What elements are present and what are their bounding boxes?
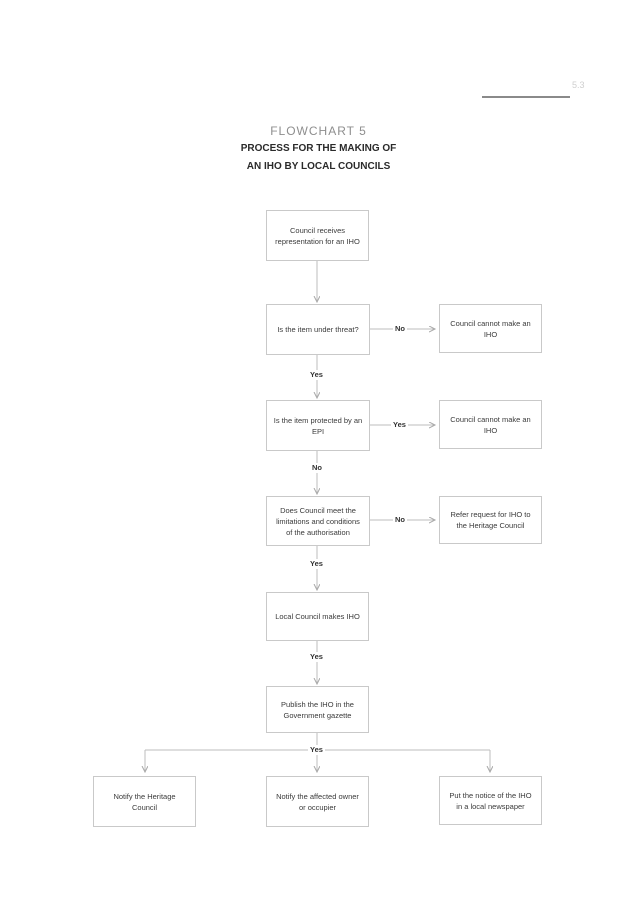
node-council-meets-limitations-decision: Does Council meet the limitations and co… — [266, 496, 370, 546]
edge-label-threat-no: No — [393, 324, 407, 334]
edge-label-threat-yes: Yes — [308, 370, 325, 380]
edge-label-publish-yes: Yes — [308, 745, 325, 755]
edge-label-limits-yes: Yes — [308, 559, 325, 569]
edge-label-limits-no: No — [393, 515, 407, 525]
flowchart-title-line-1: PROCESS FOR THE MAKING OF — [240, 143, 397, 154]
node-notice-in-local-newspaper: Put the notice of the IHO in a local new… — [439, 776, 542, 825]
node-notify-affected-owner: Notify the affected owner or occupier — [266, 776, 369, 827]
node-council-cannot-make-iho-1: Council cannot make an IHO — [439, 304, 542, 353]
node-publish-in-government-gazette: Publish the IHO in the Government gazett… — [266, 686, 369, 733]
flowchart-number: FLOWCHART 5 — [270, 124, 367, 138]
edge-label-makes-yes: Yes — [308, 652, 325, 662]
node-council-receives-representation: Council receives representation for an I… — [266, 210, 369, 261]
edge-label-epi-yes: Yes — [391, 420, 408, 430]
node-local-council-makes-iho: Local Council makes IHO — [266, 592, 369, 641]
node-refer-to-heritage-council: Refer request for IHO to the Heritage Co… — [439, 496, 542, 544]
flowchart-title-line-2: AN IHO BY LOCAL COUNCILS — [246, 161, 391, 172]
node-notify-heritage-council: Notify the Heritage Council — [93, 776, 196, 827]
node-item-protected-by-epi-decision: Is the item protected by an EPI — [266, 400, 370, 451]
node-item-under-threat-decision: Is the item under threat? — [266, 304, 370, 355]
page-header-rule — [482, 96, 570, 98]
page-number: 5.3 — [572, 80, 585, 90]
edge-label-epi-no: No — [310, 463, 324, 473]
node-council-cannot-make-iho-2: Council cannot make an IHO — [439, 400, 542, 449]
